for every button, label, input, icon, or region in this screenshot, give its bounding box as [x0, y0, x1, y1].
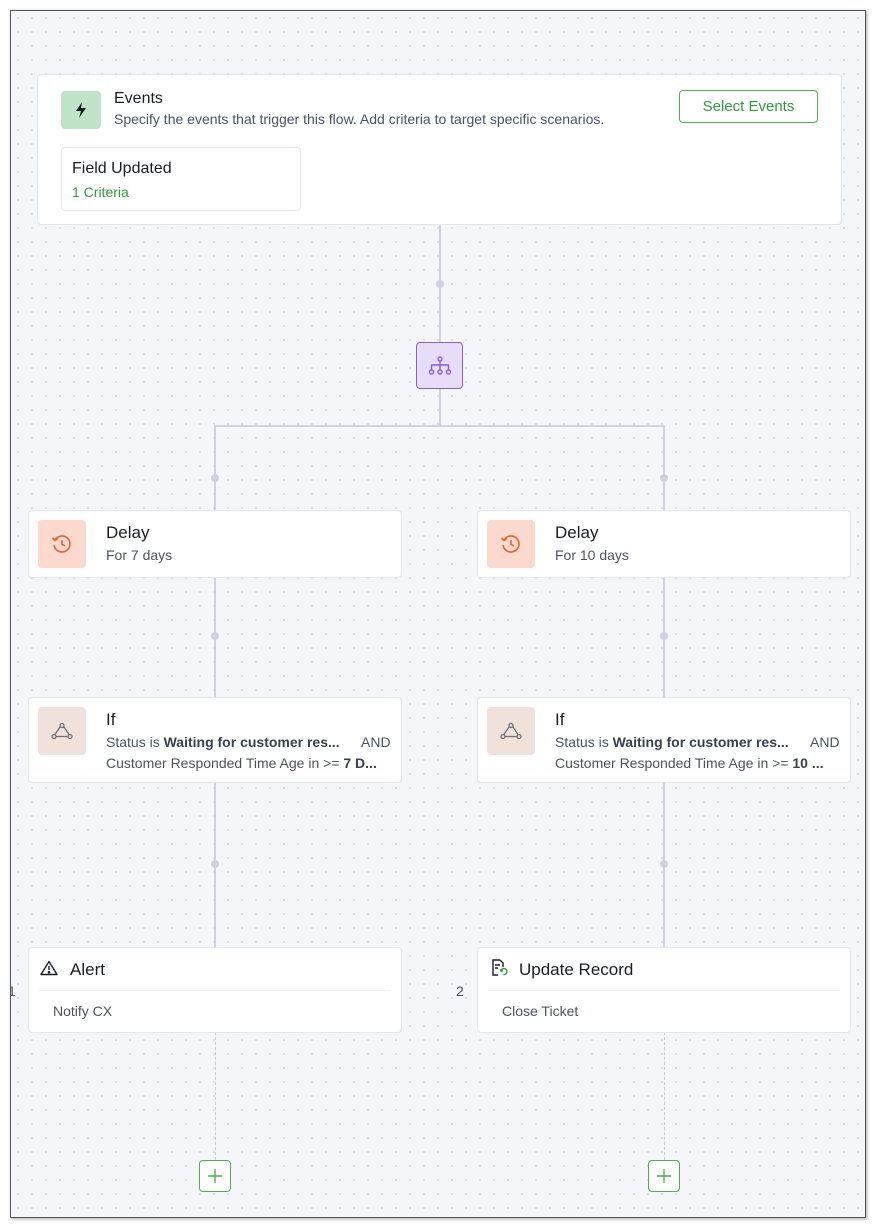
condition-title: If: [555, 710, 565, 729]
condition-icon-box: [487, 707, 535, 755]
connector-dot: [660, 632, 668, 640]
condition-field: Status: [106, 734, 146, 750]
condition-operator: Age in >=: [728, 755, 789, 771]
connector: [663, 425, 665, 511]
event-name: Field Updated: [72, 160, 172, 177]
action-index: 1: [11, 983, 16, 999]
delay-title: Delay: [106, 523, 150, 542]
plus-icon: [208, 1169, 222, 1183]
condition-title: If: [106, 710, 116, 729]
action-card-update-record[interactable]: Update Record Close Ticket: [477, 947, 851, 1033]
flow-canvas: Events Specify the events that trigger t…: [10, 10, 866, 1218]
condition-operator: is: [598, 734, 609, 750]
add-step-button[interactable]: [648, 1160, 680, 1192]
condition-icon: [51, 722, 73, 740]
condition-card-1[interactable]: If Status is Waiting for customer res...…: [28, 697, 402, 783]
condition-line-2: Customer Responded Time Age in >= 10 ...: [555, 755, 843, 771]
trigger-title: Events: [114, 90, 163, 107]
delay-detail: For 10 days: [555, 547, 629, 563]
connector: [214, 425, 216, 511]
condition-operator: Age in >=: [279, 755, 340, 771]
action-detail: Notify CX: [53, 1003, 113, 1019]
connector-dot: [211, 474, 219, 482]
condition-value: Waiting for customer res...: [163, 734, 340, 750]
branch-connector: [214, 425, 665, 427]
condition-join: AND: [810, 734, 840, 750]
lightning-icon: [76, 102, 86, 118]
condition-card-2[interactable]: If Status is Waiting for customer res...…: [477, 697, 851, 783]
connector-dot: [660, 860, 668, 868]
condition-icon-box: [38, 707, 86, 755]
condition-field: Customer Responded Time: [555, 755, 726, 771]
condition-value: 7 D...: [343, 755, 377, 771]
warning-icon: [40, 960, 58, 976]
divider: [488, 990, 840, 991]
trigger-icon-box: [61, 91, 101, 129]
add-step-button[interactable]: [199, 1160, 231, 1192]
connector-dot: [660, 474, 668, 482]
condition-field: Status: [555, 734, 595, 750]
record-update-icon: [492, 959, 508, 976]
action-detail: Close Ticket: [502, 1003, 579, 1019]
condition-line-1: Status is Waiting for customer res...: [555, 734, 843, 750]
plus-icon: [657, 1169, 671, 1183]
select-events-button[interactable]: Select Events: [679, 90, 818, 123]
connector-dot: [436, 280, 444, 288]
branch-icon: [428, 355, 451, 375]
clock-rewind-icon: [500, 535, 520, 553]
condition-value: 10 ...: [792, 755, 824, 771]
action-index: 2: [456, 983, 464, 999]
clock-rewind-icon: [51, 535, 71, 553]
connector-dot: [211, 632, 219, 640]
condition-join: AND: [361, 734, 391, 750]
dashed-connector: [215, 1032, 216, 1160]
condition-operator: is: [149, 734, 160, 750]
condition-line-1: Status is Waiting for customer res...: [106, 734, 394, 750]
event-criteria[interactable]: 1 Criteria: [72, 184, 129, 200]
delay-icon-box: [487, 520, 535, 568]
delay-icon-box: [38, 520, 86, 568]
action-title: Alert: [70, 960, 105, 979]
trigger-card[interactable]: Events Specify the events that trigger t…: [37, 74, 842, 225]
delay-detail: For 7 days: [106, 547, 173, 563]
branch-node[interactable]: [416, 342, 463, 389]
action-title: Update Record: [519, 960, 634, 979]
delay-card-1[interactable]: Delay For 7 days: [28, 510, 402, 578]
condition-field: Customer Responded Time: [106, 755, 277, 771]
divider: [39, 990, 391, 991]
delay-card-2[interactable]: Delay For 10 days: [477, 510, 851, 578]
connector: [439, 389, 441, 427]
condition-value: Waiting for customer res...: [612, 734, 789, 750]
dashed-connector: [664, 1032, 665, 1160]
condition-line-2: Customer Responded Time Age in >= 7 D...: [106, 755, 394, 771]
event-chip-field-updated[interactable]: Field Updated 1 Criteria: [61, 147, 301, 211]
trigger-description: Specify the events that trigger this flo…: [114, 111, 605, 127]
connector-dot: [211, 860, 219, 868]
delay-title: Delay: [555, 523, 599, 542]
action-card-alert[interactable]: Alert Notify CX: [28, 947, 402, 1033]
condition-icon: [500, 722, 522, 740]
